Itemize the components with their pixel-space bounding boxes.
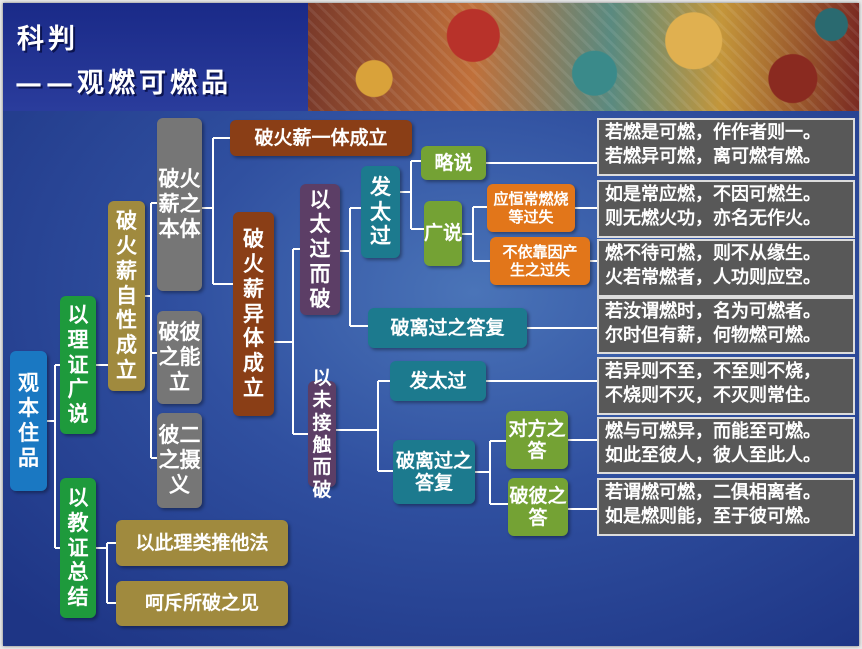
node-bineng: 破彼之能立 xyxy=(157,311,202,404)
node-taiguo: 以太过而破 xyxy=(300,184,340,315)
connector-weijiechu xyxy=(336,380,393,472)
node-benti: 破火薪之本体 xyxy=(157,118,202,291)
connector-fa1 xyxy=(400,160,424,230)
quote-line: 若汝谓燃时，名为可燃者。 xyxy=(605,301,821,322)
quote-line: 若燃是可燃，作作者则一。 xyxy=(605,122,821,143)
quote-line: 若异则不至，不至则不烧， xyxy=(605,361,821,382)
node-yiti: 破火薪一体成立 xyxy=(230,120,412,156)
node-yingheng: 应恒常燃烧等过失 xyxy=(487,184,575,232)
quote-box: 若谓燃可燃，二俱相离者。 如是燃则能，至于彼可燃。 xyxy=(597,478,855,536)
page-title: 科判 xyxy=(17,24,79,55)
node-jiaozheng: 以教证总结 xyxy=(60,478,96,618)
node-polijg2: 破离过之答复 xyxy=(393,440,475,504)
quote-box: 若燃是可燃，作作者则一。 若燃异可燃，离可燃有燃。 xyxy=(597,118,855,176)
node-hechi: 呵斥所破之见 xyxy=(116,581,288,626)
node-bier: 彼二之摄义 xyxy=(157,413,202,508)
node-fa1: 发太过 xyxy=(361,166,400,258)
quote-line: 燃不待可燃，则不从缘生。 xyxy=(605,243,821,264)
quote-line: 如是常应燃，不因可燃生。 xyxy=(605,184,821,205)
connector-lines xyxy=(47,137,597,604)
node-yiti-yi: 破火薪异体成立 xyxy=(233,212,274,416)
quote-line: 燃与可燃异，而能至可燃。 xyxy=(605,421,821,442)
quote-line: 若谓燃可燃，二俱相离者。 xyxy=(605,482,821,503)
connector-root xyxy=(47,364,60,549)
connector-polijg2 xyxy=(475,440,508,505)
node-pobi: 破彼之答 xyxy=(508,478,568,536)
slide: 科判 ——观燃可燃品 xyxy=(3,3,859,646)
quote-line: 若燃异可燃，离可燃有燃。 xyxy=(605,146,821,167)
node-polijg1: 破离过之答复 xyxy=(368,308,527,348)
node-fa2: 发太过 xyxy=(390,361,486,401)
quote-box: 如是常应燃，不因可燃生。 则无燃火功，亦名无作火。 xyxy=(597,180,855,238)
node-lueshuo: 略说 xyxy=(421,146,486,180)
node-guangshuo: 广说 xyxy=(424,201,462,266)
node-weijiechu: 以未接触而破 xyxy=(308,367,336,501)
connector-zixing xyxy=(145,202,157,459)
connector-jiaozheng xyxy=(96,542,116,604)
quote-box: 燃不待可燃，则不从缘生。 火若常燃者，人功则应空。 xyxy=(597,239,855,297)
quote-line: 尔时但有薪，何物燃可燃。 xyxy=(605,325,821,346)
node-duifang: 对方之答 xyxy=(506,411,568,469)
quote-line: 不烧则不灭，不灭则常住。 xyxy=(605,385,821,406)
quote-box: 若异则不至，不至则不烧， 不烧则不灭，不灭则常住。 xyxy=(597,357,855,415)
connector-guangshuo xyxy=(462,206,490,262)
node-tuita: 以此理类推他法 xyxy=(116,520,288,566)
quote-line: 如是燃则能，至于彼可燃。 xyxy=(605,506,821,527)
node-buyikao: 不依靠因产生之过失 xyxy=(490,237,590,285)
node-root: 观本住品 xyxy=(10,351,47,491)
quote-box: 若汝谓燃时，名为可燃者。 尔时但有薪，何物燃可燃。 xyxy=(597,297,855,354)
quote-box: 燃与可燃异，而能至可燃。 如此至彼人，彼人至此人。 xyxy=(597,417,855,474)
quote-line: 则无燃火功，亦名无作火。 xyxy=(605,208,821,229)
node-lizheng: 以理证广说 xyxy=(60,296,96,434)
header-banner: 科判 ——观燃可燃品 xyxy=(3,3,859,111)
connector-benti xyxy=(202,137,233,285)
connector-yiti xyxy=(274,248,308,435)
node-zixing: 破火薪自性成立 xyxy=(108,201,145,391)
header-artwork xyxy=(308,3,859,111)
connector-taiguo xyxy=(340,207,368,327)
quote-line: 如此至彼人，彼人至此人。 xyxy=(605,445,821,466)
page-subtitle: ——观燃可燃品 xyxy=(15,68,232,99)
quote-line: 火若常燃者，人功则应空。 xyxy=(605,267,821,288)
